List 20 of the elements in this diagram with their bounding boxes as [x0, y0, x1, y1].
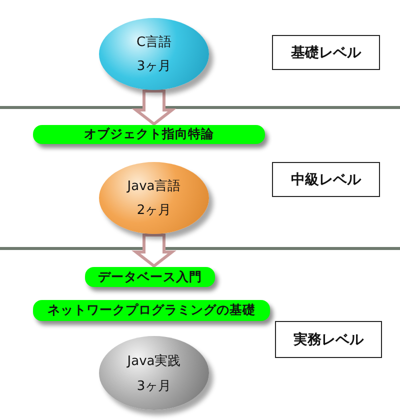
node-label: ネットワークプログラミングの基礎	[48, 302, 256, 319]
node-label: オブジェクト指向特論	[84, 126, 214, 143]
block-arrow	[132, 90, 176, 126]
node-label: Java言語	[127, 178, 181, 195]
node-label: 基礎レベル	[291, 44, 361, 62]
topic-pill	[33, 125, 265, 144]
duration-label: 3ヶ月	[136, 58, 172, 75]
node-label: データベース入門	[98, 268, 202, 286]
node-label: C言語	[136, 34, 172, 51]
node-label: 中級レベル	[291, 170, 361, 188]
block-arrow	[132, 234, 176, 268]
topic-pill	[33, 300, 270, 321]
node-label: 実務レベル	[294, 330, 364, 348]
level-box	[272, 35, 380, 70]
node-label: Java実践	[127, 352, 181, 370]
topic-pill	[85, 267, 215, 287]
level-box	[272, 162, 380, 197]
duration-label: 2ヶ月	[136, 202, 172, 219]
level-box	[275, 321, 382, 358]
duration-label: 3ヶ月	[136, 378, 172, 394]
